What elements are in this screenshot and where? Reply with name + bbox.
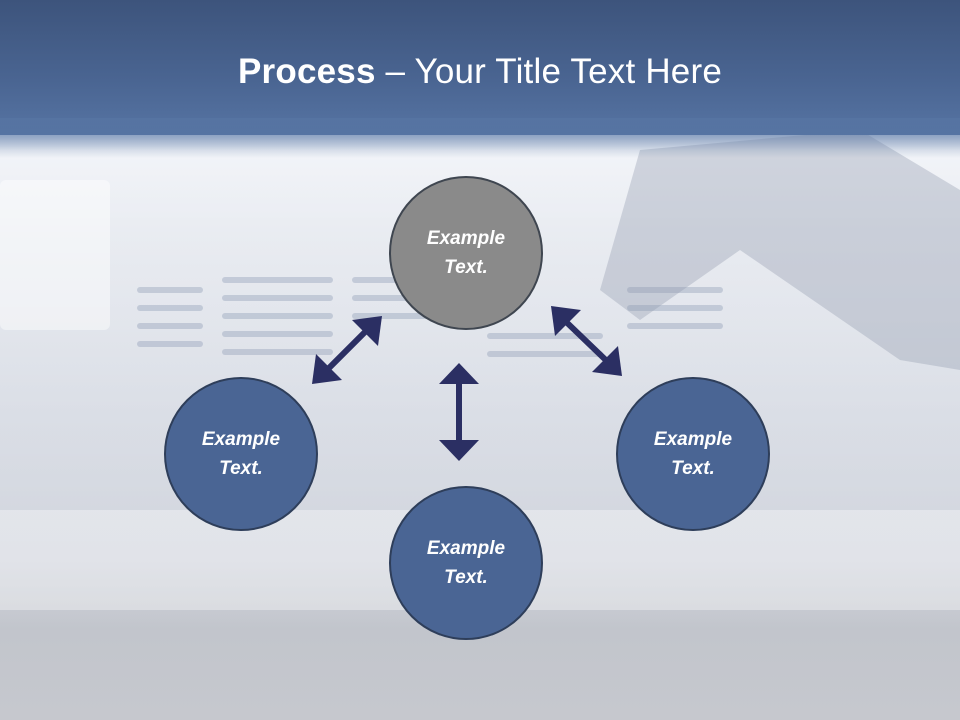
slide-title: Process – Your Title Text Here (0, 52, 960, 92)
arrow-top-right-double (551, 306, 622, 376)
process-node-right[interactable]: Example Text. (616, 377, 770, 531)
process-node-bottom-text: Example Text. (426, 538, 506, 588)
process-node-left-text: Example Text. (201, 429, 281, 479)
arrow-vertical-double (439, 363, 479, 461)
slide-title-bold: Process (238, 52, 376, 91)
process-node-top-text: Example Text. (426, 228, 506, 278)
process-node-left[interactable]: Example Text. (164, 377, 318, 531)
process-node-bottom[interactable]: Example Text. (389, 486, 543, 640)
slide-title-rest: – Your Title Text Here (375, 52, 722, 91)
process-node-top[interactable]: Example Text. (389, 176, 543, 330)
arrow-top-left-double (312, 316, 382, 384)
title-band-fade (0, 118, 960, 158)
title-band (0, 0, 960, 135)
process-node-right-text: Example Text. (653, 429, 733, 479)
